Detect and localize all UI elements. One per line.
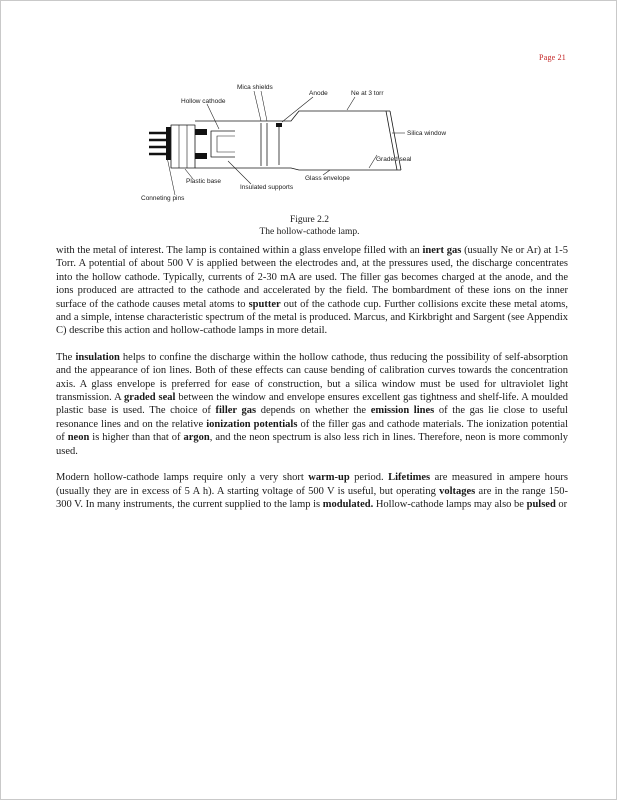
hollow-cathode-drawing [195, 129, 235, 159]
label-plastic-base: Plastic base [186, 178, 221, 185]
label-hollow-cathode: Hollow cathode [181, 98, 226, 105]
body-text: with the metal of interest. The lamp is … [56, 244, 568, 524]
mica-shields-drawing [260, 123, 268, 166]
glass-envelope-drawing [195, 110, 402, 171]
figure-caption-text: The hollow-cathode lamp. [259, 226, 360, 237]
label-mica-shields: Mica shields [237, 84, 274, 91]
label-connecting-pins: Conneting pins [141, 195, 185, 202]
anode-drawing [276, 123, 282, 165]
label-anode: Anode [309, 90, 328, 97]
page-number: Page 21 [539, 53, 566, 62]
paragraph-lamp-performance: Modern hollow-cathode lamps require only… [56, 472, 569, 510]
hollow-cathode-lamp-diagram: Hollow cathode Mica shields Anode Ne at … [141, 84, 446, 202]
figure-caption: Figure 2.2 The hollow-cathode lamp. [1, 215, 616, 238]
figure-caption-title: Figure 2.2 [289, 215, 330, 225]
label-glass-envelope: Glass envelope [305, 175, 350, 182]
label-silica-window: Silica window [407, 130, 446, 137]
paragraph-lamp-operation: with the metal of interest. The lamp is … [56, 245, 568, 337]
silica-window-face [385, 110, 398, 171]
connecting-pins-drawing [149, 127, 171, 160]
leader-lines [166, 90, 405, 196]
label-graded-seal: Graded seal [376, 156, 412, 163]
plastic-base-drawing [170, 124, 196, 169]
silica-window-face-outer [389, 110, 402, 171]
label-fill-gas: Ne at 3 torr [351, 90, 384, 97]
paragraph-lamp-design: The insulation helps to confine the disc… [56, 351, 569, 457]
label-insulated-supports: Insulated supports [240, 184, 294, 191]
